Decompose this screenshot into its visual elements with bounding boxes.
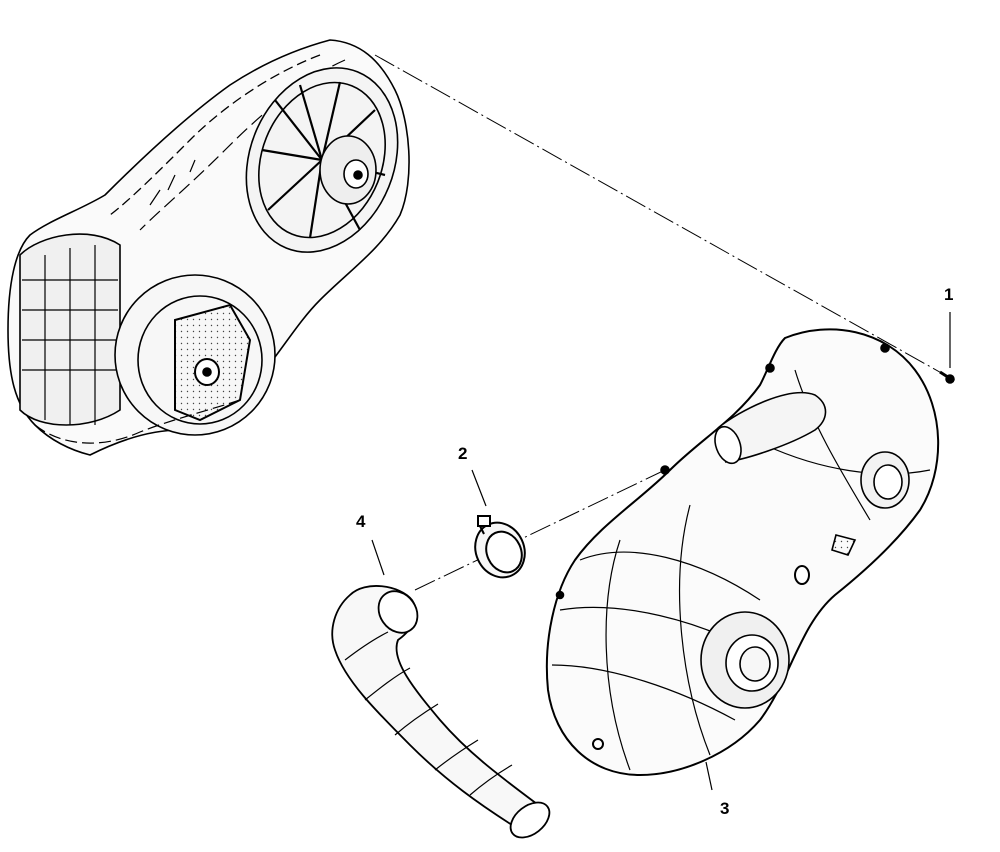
callout-3: 3 — [720, 799, 730, 818]
callout-2: 2 — [458, 444, 468, 463]
outer-clutch-cover — [545, 328, 940, 777]
screw-part — [939, 370, 955, 384]
callout-1: 1 — [944, 285, 954, 304]
callout-4: 4 — [356, 512, 366, 531]
assembly-leader-lines — [374, 54, 946, 591]
callout-leaders — [371, 312, 951, 791]
hose-clamp — [474, 515, 526, 579]
duct-hose — [331, 585, 551, 839]
inner-clutch-housing — [7, 39, 410, 456]
